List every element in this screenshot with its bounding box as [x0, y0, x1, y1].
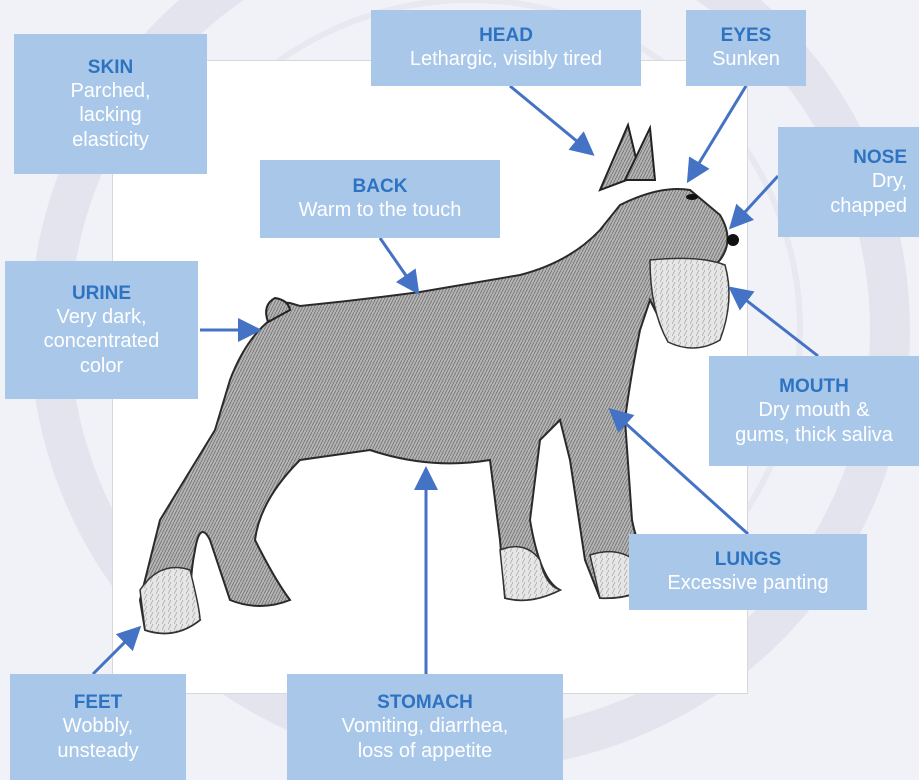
label-mouth-text-1: Dry mouth &: [713, 398, 915, 422]
label-urine-title: URINE: [9, 282, 194, 305]
label-skin-title: SKIN: [18, 56, 203, 79]
label-back-title: BACK: [264, 175, 496, 198]
label-feet-title: FEET: [14, 691, 182, 714]
label-stomach-text-1: Vomiting, diarrhea,: [291, 714, 559, 738]
label-mouth-title: MOUTH: [713, 375, 915, 398]
label-urine: URINE Very dark, concentrated color: [5, 261, 198, 399]
label-eyes: EYES Sunken: [686, 10, 806, 86]
label-head-title: HEAD: [375, 24, 637, 47]
label-feet-text-1: Wobbly,: [14, 714, 182, 738]
label-eyes-text-1: Sunken: [690, 47, 802, 71]
label-urine-text-1: Very dark,: [9, 305, 194, 329]
label-lungs-text-1: Excessive panting: [633, 571, 863, 595]
label-back: BACK Warm to the touch: [260, 160, 500, 238]
label-stomach-text-2: loss of appetite: [291, 739, 559, 763]
label-urine-text-3: color: [9, 354, 194, 378]
label-head: HEAD Lethargic, visibly tired: [371, 10, 641, 86]
arrow-eyes: [690, 86, 746, 178]
label-head-text-1: Lethargic, visibly tired: [375, 47, 637, 71]
label-lungs: LUNGS Excessive panting: [629, 534, 867, 610]
label-mouth: MOUTH Dry mouth & gums, thick saliva: [709, 356, 919, 466]
label-skin: SKIN Parched, lacking elasticity: [14, 34, 207, 174]
label-nose-text-1: Dry,: [782, 169, 907, 193]
arrow-feet: [93, 630, 137, 674]
arrow-head: [510, 86, 590, 152]
arrow-nose: [733, 176, 778, 225]
label-lungs-title: LUNGS: [633, 548, 863, 571]
label-nose-title: NOSE: [782, 146, 907, 169]
arrow-back: [380, 238, 416, 290]
label-eyes-title: EYES: [690, 24, 802, 47]
label-skin-text-3: elasticity: [18, 128, 203, 152]
label-stomach-title: STOMACH: [291, 691, 559, 714]
label-mouth-text-2: gums, thick saliva: [713, 423, 915, 447]
label-feet-text-2: unsteady: [14, 739, 182, 763]
label-nose-text-2: chapped: [782, 194, 907, 218]
label-nose: NOSE Dry, chapped: [778, 127, 919, 237]
arrow-mouth: [733, 290, 818, 356]
label-skin-text-1: Parched,: [18, 79, 203, 103]
label-back-text-1: Warm to the touch: [264, 198, 496, 222]
label-feet: FEET Wobbly, unsteady: [10, 674, 186, 780]
label-skin-text-2: lacking: [18, 103, 203, 127]
label-stomach: STOMACH Vomiting, diarrhea, loss of appe…: [287, 674, 563, 780]
label-urine-text-2: concentrated: [9, 329, 194, 353]
